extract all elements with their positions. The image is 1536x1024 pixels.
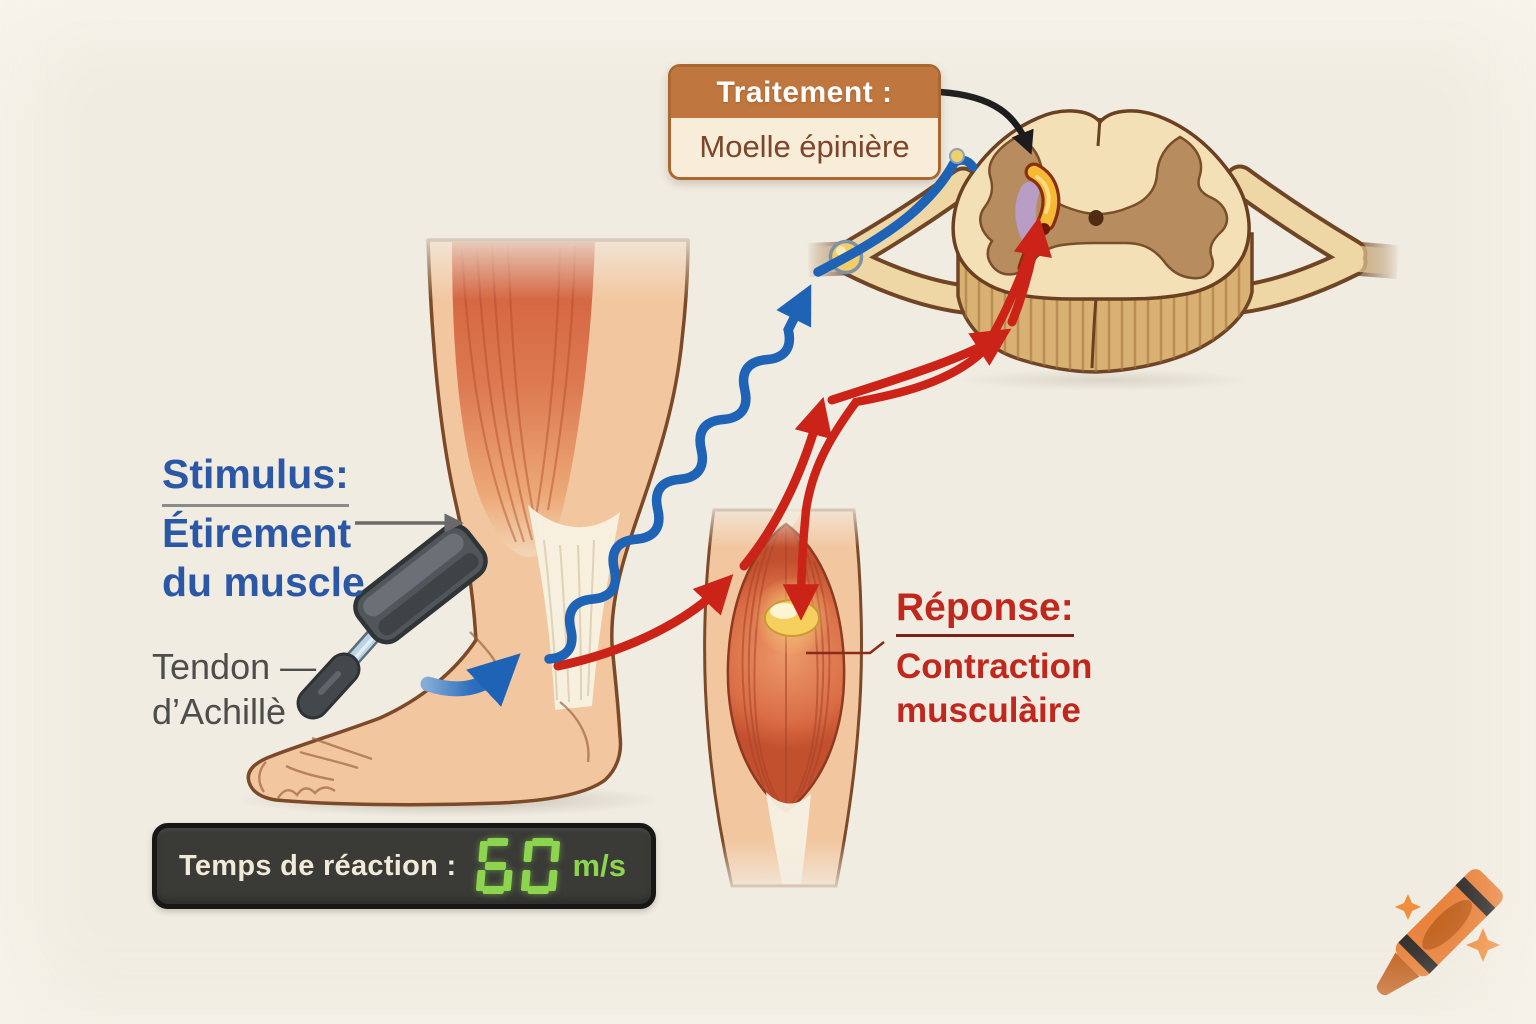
response-leader-line bbox=[806, 641, 885, 655]
right-nerve-roots bbox=[1216, 164, 1400, 316]
sensory-terminal-dot bbox=[949, 148, 965, 164]
tendon-line2: d’Achillè bbox=[152, 691, 287, 732]
response-line1: Contraction bbox=[896, 647, 1093, 686]
motor-pathway-arrows bbox=[553, 216, 1052, 671]
tendon-label: Tendon — d’Achillè bbox=[152, 644, 316, 734]
reflex-hammer-icon bbox=[296, 523, 488, 720]
left-nerve-roots bbox=[807, 166, 988, 316]
leg-top-fade bbox=[405, 224, 705, 302]
treatment-annotation-arrow bbox=[936, 88, 1034, 155]
stimulus-line2: du muscle bbox=[162, 559, 365, 605]
stimulus-line1: Étirement bbox=[162, 510, 352, 556]
treatment-body: Moelle épinière bbox=[671, 118, 938, 177]
sparkle-icon bbox=[1395, 894, 1421, 920]
hammer-strike-arrow bbox=[420, 653, 521, 707]
tendon-line1: Tendon — bbox=[152, 646, 317, 687]
reaction-time-label: Temps de réaction : bbox=[179, 849, 457, 882]
muscle-illustration bbox=[703, 508, 863, 888]
response-label: Réponse: Contraction musculàire bbox=[896, 586, 1092, 733]
treatment-heading: Traitement : bbox=[671, 67, 938, 118]
limb-bottom-fade bbox=[698, 840, 868, 902]
response-line2: musculàire bbox=[896, 691, 1081, 730]
seven-segment-value bbox=[473, 838, 563, 894]
response-heading: Réponse: bbox=[896, 586, 1074, 637]
central-canal bbox=[1088, 210, 1104, 226]
reaction-time-display: Temps de réaction : m/s bbox=[152, 823, 656, 909]
reaction-time-unit: m/s bbox=[572, 848, 626, 883]
sparkle-icon bbox=[1466, 928, 1500, 962]
stimulus-label: Stimulus: Étirement du muscle bbox=[162, 450, 365, 607]
crayon-logo bbox=[1376, 869, 1503, 996]
stimulus-heading: Stimulus: bbox=[162, 450, 349, 507]
treatment-label-box: Traitement : Moelle épinière bbox=[668, 64, 941, 180]
